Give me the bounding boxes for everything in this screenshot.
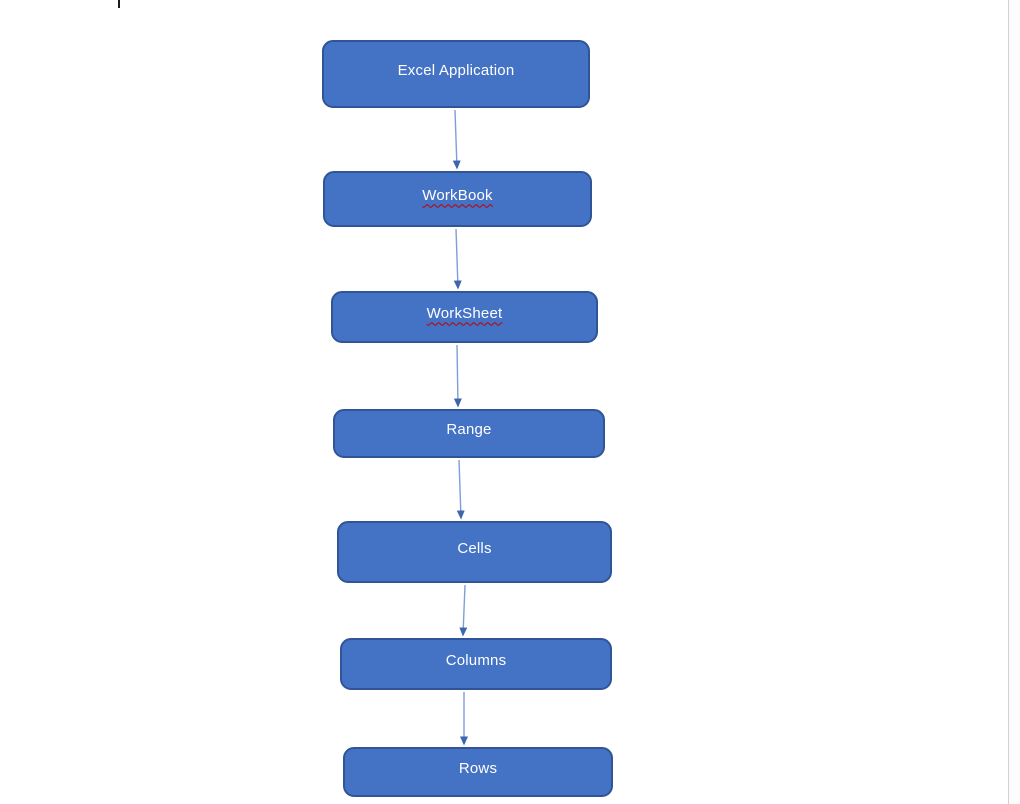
connector-worksheet-to-range[interactable] — [453, 344, 462, 408]
flowchart-node-rows[interactable]: Rows — [343, 747, 613, 797]
flowchart-node-workbook[interactable]: WorkBook — [323, 171, 592, 227]
node-label: Rows — [458, 759, 498, 777]
node-label: Cells — [457, 539, 492, 557]
node-label: Range — [446, 421, 492, 438]
text-cursor — [118, 0, 120, 8]
connector-excel-application-to-workbook[interactable] — [452, 109, 461, 170]
flowchart-node-columns[interactable]: Columns — [340, 638, 612, 690]
page-edge — [1008, 0, 1020, 804]
flowchart-node-excel-application[interactable]: Excel Application — [322, 40, 590, 108]
node-label: Excel Application — [397, 61, 515, 79]
node-label: WorkSheet — [426, 304, 503, 322]
connector-workbook-to-worksheet[interactable] — [453, 228, 462, 290]
node-label: Columns — [445, 651, 507, 669]
connector-cells-to-columns[interactable] — [459, 584, 468, 637]
flowchart-node-range[interactable]: Range — [333, 409, 605, 458]
flowchart-node-worksheet[interactable]: WorkSheet — [331, 291, 598, 343]
connector-range-to-cells[interactable] — [456, 459, 465, 520]
flowchart-node-cells[interactable]: Cells — [337, 521, 612, 583]
node-label: WorkBook — [422, 186, 493, 204]
